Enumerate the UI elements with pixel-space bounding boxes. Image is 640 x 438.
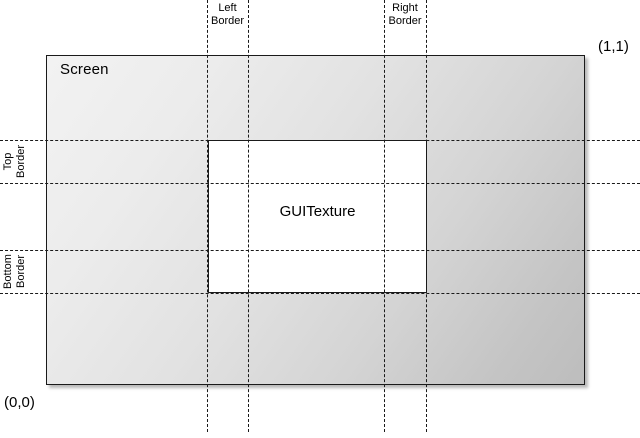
screen-label: Screen [60,61,109,78]
label-bottom-border-line2: Border [14,254,27,289]
label-right-border-line1: Right [392,2,418,14]
guide-hline-bottom-border-outer [0,293,640,294]
label-right-border: Right Border [384,2,426,27]
guide-vline-right-border-outer [426,0,427,432]
guitexture-label: GUITexture [279,203,356,220]
label-left-border-line1: Left [218,2,237,14]
label-top-border: Top Border [2,140,27,183]
guide-vline-right-border-inner [384,0,385,432]
label-bottom-border: Bottom Border [2,250,27,293]
label-bottom-border-line1: Bottom [2,254,14,289]
guide-vline-left-border-outer [207,0,208,432]
label-right-border-line2: Border [388,14,422,27]
guide-hline-top-border-outer [0,140,640,141]
label-top-border-line1: Top [2,152,14,171]
label-left-border: Left Border [207,2,248,27]
coordinate-bottom-left: (0,0) [4,394,35,411]
guide-hline-bottom-border-inner [0,250,640,251]
coordinate-top-right: (1,1) [598,38,629,55]
label-left-border-line2: Border [210,14,245,27]
guide-vline-left-border-inner [248,0,249,432]
guide-hline-top-border-inner [0,183,640,184]
label-top-border-line2: Border [14,144,27,179]
guitexture-rectangle [208,140,427,293]
